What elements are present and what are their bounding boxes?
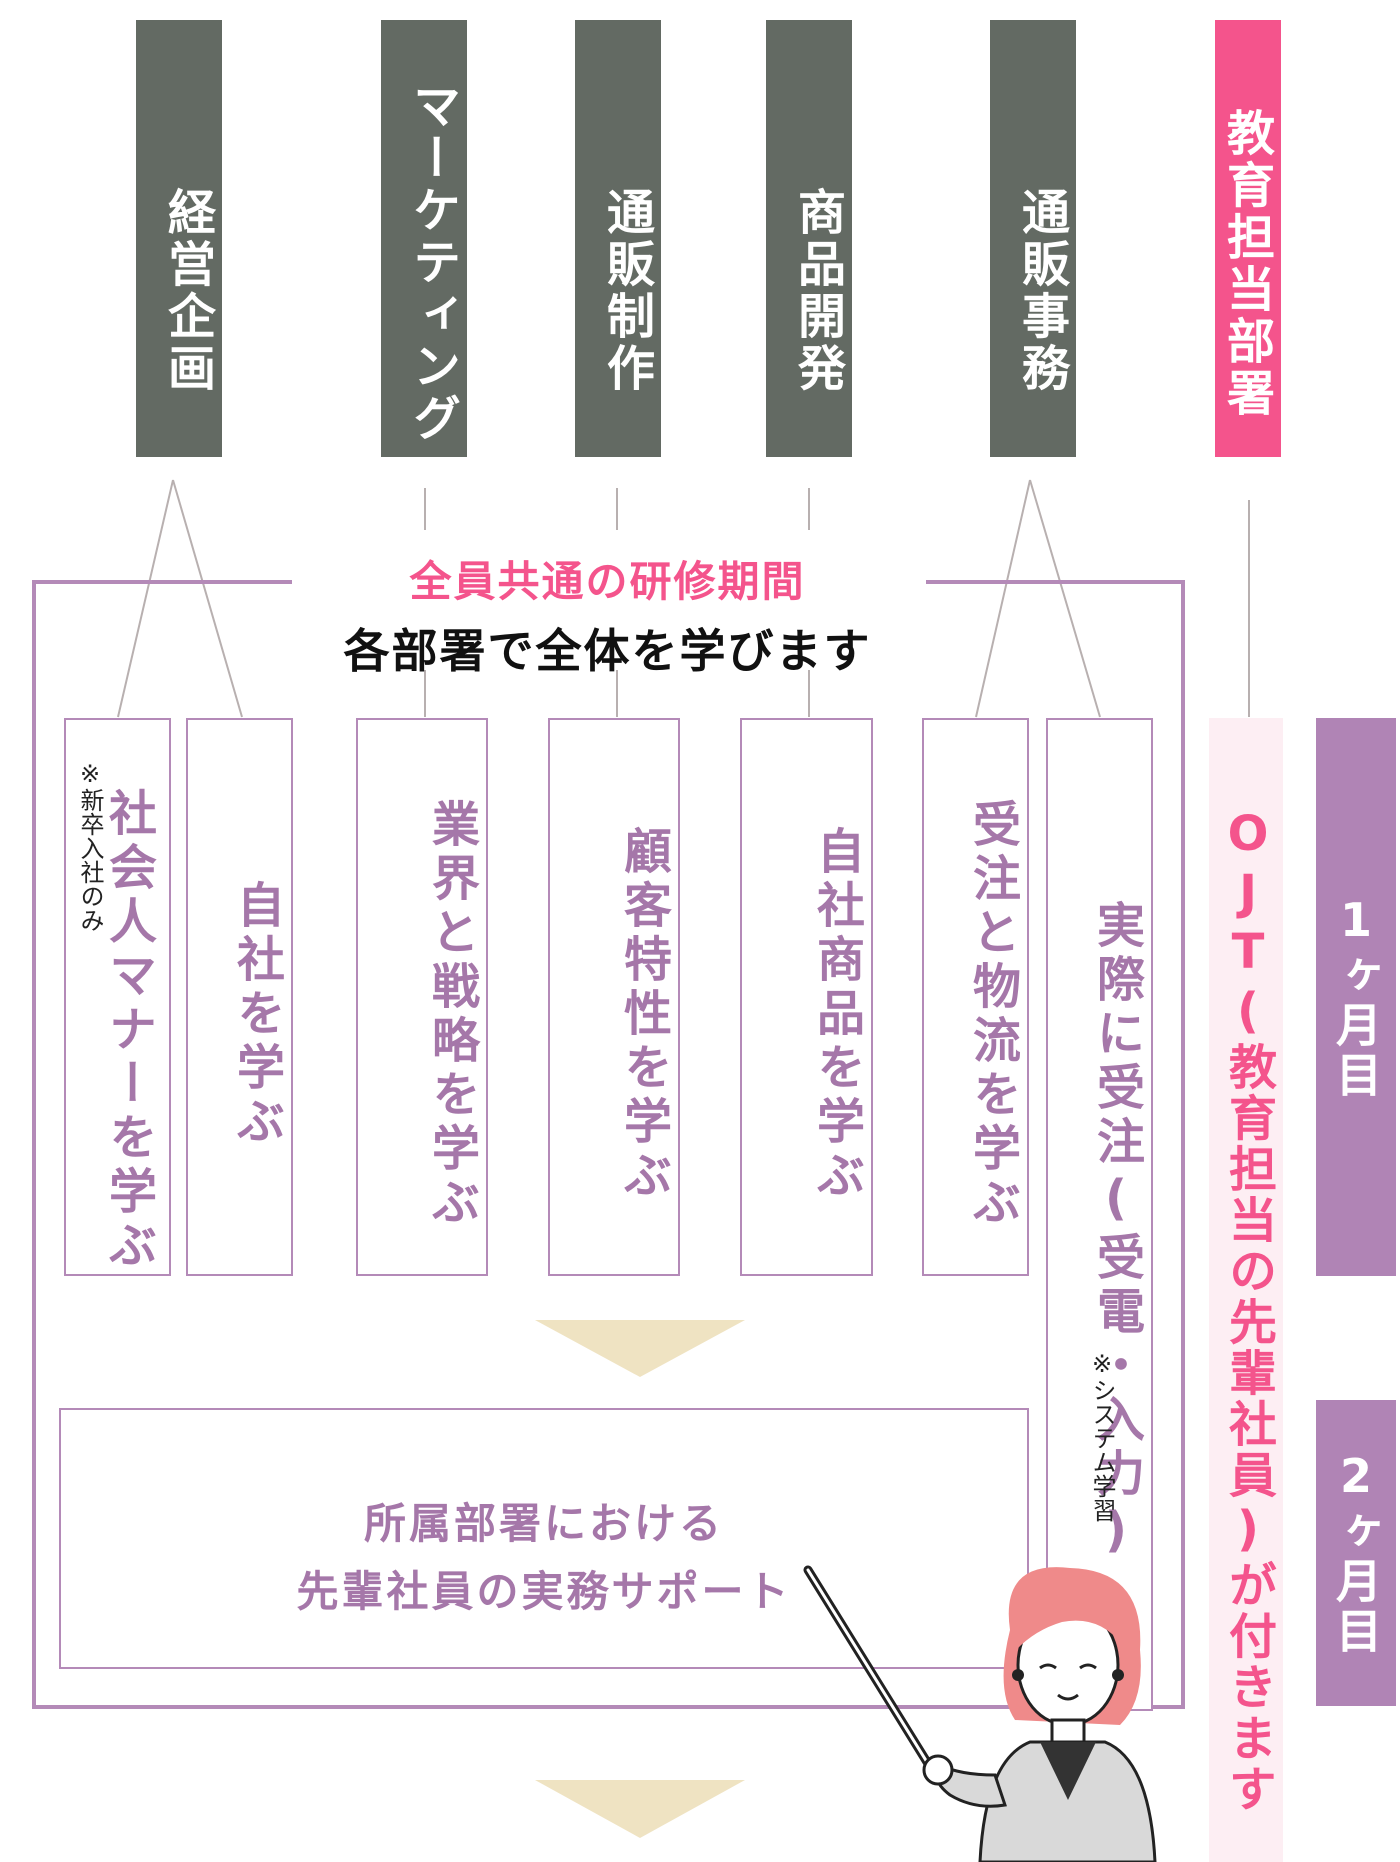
- dept-label: 通販事務: [1013, 187, 1069, 395]
- dept-tsuhan-seisaku: 通販制作: [575, 20, 661, 457]
- support-line-2: 先輩社員の実務サポート: [296, 1567, 792, 1616]
- dept-label: 商品開発: [789, 187, 845, 395]
- training-card-industry: 業界と戦略を学ぶ: [356, 718, 488, 1276]
- training-card-logistics: 受注と物流を学ぶ: [922, 718, 1029, 1276]
- month-badge-2: 2ヶ月目: [1316, 1400, 1396, 1706]
- dept-label: 経営企画: [159, 187, 215, 395]
- card-label: 自社を学ぶ: [228, 879, 284, 1150]
- card-label: 顧客特性を学ぶ: [615, 825, 671, 1204]
- dept-label: マーケティング: [404, 80, 460, 445]
- training-card-manners: 社会人マナーを学ぶ: [64, 718, 171, 1276]
- dept-marketing: マーケティング: [381, 20, 467, 457]
- training-note-system: ※システム学習: [1088, 1350, 1116, 1522]
- arrow-down-2: [535, 1780, 745, 1838]
- dept-keiei-kikaku: 経営企画: [136, 20, 222, 457]
- month-badge-1: 1ヶ月目: [1316, 718, 1396, 1276]
- dept-shohin-kaihatsu: 商品開発: [766, 20, 852, 457]
- training-card-products: 自社商品を学ぶ: [740, 718, 873, 1276]
- training-card-customer: 顧客特性を学ぶ: [548, 718, 680, 1276]
- training-heading: 全員共通の研修期間: [409, 557, 806, 606]
- training-subheading: 各部署で全体を学びます: [343, 624, 872, 678]
- arrow-down-1: [535, 1320, 745, 1377]
- training-note-shinsotsu: ※新卒入社のみ: [76, 760, 104, 932]
- dept-label: 教育担当部署: [1218, 107, 1274, 420]
- training-card-order: 実際に受注(受電・入力): [1046, 718, 1153, 1711]
- ojt-column: OJT(教育担当の先輩社員)が付きます: [1209, 718, 1283, 1862]
- card-label: 社会人マナーを学ぶ: [100, 788, 156, 1274]
- teacher-illustration: [803, 1565, 1157, 1862]
- card-label: 自社商品を学ぶ: [808, 825, 864, 1204]
- card-label: 受注と物流を学ぶ: [964, 798, 1020, 1231]
- dept-label: 通販制作: [598, 187, 654, 395]
- support-line-1: 所属部署における: [363, 1499, 724, 1548]
- card-label: 業界と戦略を学ぶ: [423, 798, 479, 1231]
- month-label: 1ヶ月目: [1329, 893, 1383, 1101]
- month-label: 2ヶ月目: [1329, 1449, 1383, 1657]
- card-label: 実際に受注(受電・入力): [1088, 900, 1144, 1564]
- support-text: 所属部署における 先輩社員の実務サポート: [60, 1490, 1028, 1626]
- ojt-label: OJT(教育担当の先輩社員)が付きます: [1220, 805, 1276, 1815]
- dept-tsuhan-jimu: 通販事務: [990, 20, 1076, 457]
- dept-kyoiku-tanto: 教育担当部署: [1215, 20, 1281, 457]
- training-card-company: 自社を学ぶ: [186, 718, 293, 1276]
